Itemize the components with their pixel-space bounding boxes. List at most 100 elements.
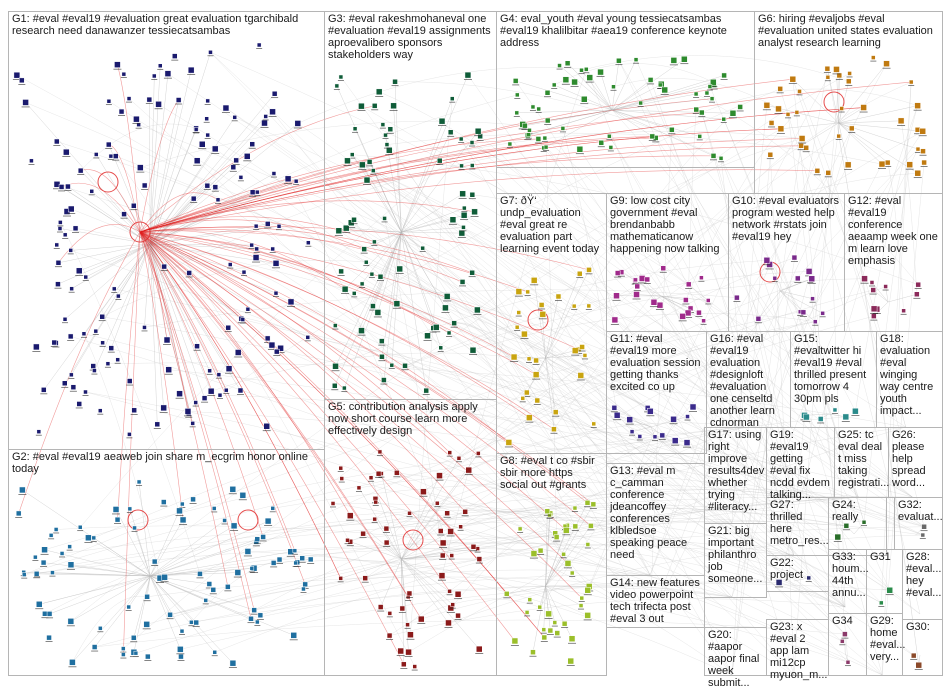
node-g2 — [47, 611, 52, 616]
node-g11 — [686, 415, 690, 419]
node-g1 — [250, 190, 255, 195]
node-g7 — [539, 302, 544, 307]
node-g1 — [58, 227, 62, 231]
node-g2 — [115, 517, 120, 522]
node-g11 — [614, 412, 620, 418]
node-g9 — [612, 317, 618, 323]
node-g5 — [340, 477, 344, 481]
node-g7 — [583, 353, 587, 357]
node-g5 — [418, 616, 424, 622]
node-g3 — [433, 324, 439, 330]
node-g1 — [271, 247, 275, 251]
node-g8 — [579, 604, 583, 608]
node-g3 — [362, 247, 367, 252]
node-g5 — [448, 451, 452, 455]
node-g1 — [161, 405, 167, 411]
edge — [758, 291, 780, 319]
node-g7 — [526, 290, 530, 294]
node-g1 — [62, 381, 67, 386]
node-g1 — [158, 64, 162, 68]
edge — [381, 474, 401, 559]
node-g2 — [92, 536, 96, 540]
node-g5 — [384, 540, 389, 545]
node-g2 — [131, 635, 136, 640]
node-g1 — [194, 401, 198, 405]
node-g9 — [645, 277, 650, 282]
node-g1 — [106, 362, 110, 366]
node-g8 — [585, 500, 590, 505]
node-g1 — [228, 263, 232, 267]
node-g1 — [55, 243, 59, 247]
node-g9 — [634, 291, 640, 297]
group-label-g21: G21: big important philanthro job someon… — [705, 525, 765, 585]
edge — [140, 232, 183, 520]
edge — [86, 244, 150, 277]
node-g5 — [471, 544, 476, 549]
node-g3 — [421, 246, 425, 250]
group-label-g34: G34 — [829, 615, 865, 627]
node-g1 — [206, 133, 210, 137]
edge — [375, 519, 402, 559]
node-g8 — [588, 523, 593, 528]
node-g5 — [408, 511, 412, 515]
node-g2 — [212, 506, 216, 510]
node-g11 — [627, 417, 633, 423]
node-g1 — [194, 158, 200, 164]
node-g3 — [470, 347, 476, 353]
node-g2 — [19, 487, 25, 493]
node-g1 — [155, 422, 160, 427]
group-label-g26: G26: please help spread word... — [889, 429, 941, 489]
node-g1 — [68, 334, 73, 339]
group-label-g7: G7: ðŸ‘ undp_evaluation #eval great re e… — [497, 195, 605, 255]
node-g1 — [226, 366, 232, 372]
node-g8 — [546, 611, 552, 617]
node-g5 — [373, 517, 377, 521]
node-g4 — [513, 78, 518, 83]
node-g12 — [914, 292, 919, 297]
node-g2 — [265, 518, 271, 524]
node-g6 — [871, 56, 875, 60]
group-box-g2 — [9, 450, 325, 676]
node-g5 — [438, 529, 443, 534]
node-g3 — [439, 346, 443, 350]
node-g5 — [388, 611, 392, 615]
node-g10 — [811, 297, 815, 301]
node-g3 — [376, 89, 382, 95]
group-label-g6: G6: hiring #evaljobs #eval #evaluation u… — [755, 13, 941, 49]
node-g8 — [518, 527, 522, 531]
node-g1 — [306, 241, 310, 245]
node-g3 — [394, 301, 400, 307]
node-g3 — [352, 217, 357, 222]
node-g6 — [907, 162, 913, 168]
node-g5 — [376, 471, 381, 476]
node-g5 — [357, 486, 361, 490]
node-g6 — [790, 76, 796, 82]
node-g4 — [581, 96, 587, 102]
node-g2 — [180, 517, 186, 523]
node-g1 — [37, 430, 41, 434]
edge — [139, 482, 150, 576]
node-g34 — [842, 632, 847, 637]
node-g3 — [439, 118, 445, 124]
node-g5 — [339, 466, 343, 470]
node-g1 — [63, 149, 69, 155]
node-g2 — [113, 506, 119, 512]
node-g4 — [698, 134, 702, 138]
group-label-g11: G11: #eval #eval19 more evaluation sessi… — [607, 333, 705, 393]
node-g3 — [359, 162, 365, 168]
node-g2 — [36, 601, 42, 607]
edge — [546, 586, 549, 614]
edge — [150, 576, 294, 635]
node-g4 — [708, 85, 712, 89]
node-g1 — [234, 158, 239, 163]
node-g2 — [235, 570, 241, 576]
node-g1 — [52, 340, 57, 345]
edge — [76, 228, 744, 427]
node-g2 — [293, 549, 297, 553]
node-g2 — [22, 573, 26, 577]
node-g6 — [861, 105, 867, 111]
node-g1 — [59, 184, 64, 189]
node-g1 — [185, 408, 191, 414]
node-g5 — [445, 620, 451, 626]
edge — [150, 576, 254, 610]
